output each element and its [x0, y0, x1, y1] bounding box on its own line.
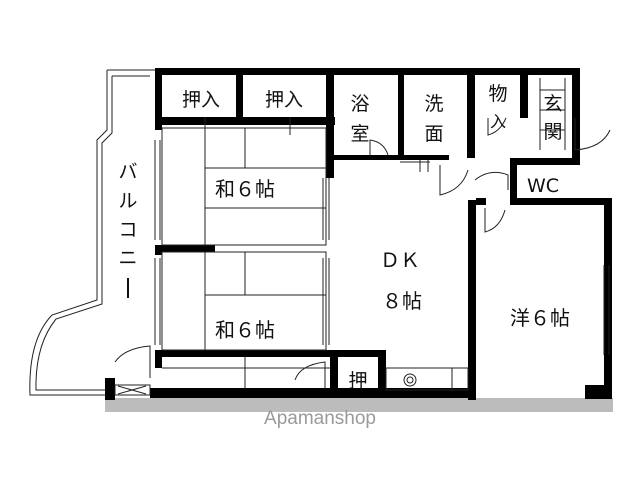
balcony-label-4: ニ — [118, 247, 137, 269]
entrance-label-1: 玄 — [543, 93, 562, 115]
youshitsu-label: 洋６帖 — [510, 306, 570, 330]
wc-label: WC — [527, 175, 559, 197]
walls — [105, 68, 612, 400]
door-swings — [114, 117, 611, 388]
washitsu-upper-label: 和６帖 — [215, 177, 275, 201]
bath-label-2: 室 — [350, 123, 369, 145]
watermark: Apamanshop — [264, 408, 376, 429]
storage-label-2: 入 — [490, 112, 506, 131]
balcony — [29, 69, 155, 396]
bath-label-1: 浴 — [350, 93, 369, 115]
washroom-label-1: 洗 — [424, 93, 443, 115]
balcony-label-2: ル — [118, 190, 137, 212]
closet-label-right: 押入 — [265, 89, 303, 111]
closet-label-left: 押入 — [182, 89, 220, 111]
floor-strip — [105, 398, 613, 412]
dk-label: ＤＫ — [380, 248, 420, 272]
balcony-label-3: コ — [118, 219, 137, 241]
closet-small-label: 押 — [348, 370, 367, 392]
balcony-label-1: バ — [118, 161, 137, 183]
interior-lines — [114, 78, 610, 396]
dk-size-label: ８帖 — [382, 289, 422, 313]
washroom-label-2: 面 — [424, 123, 443, 145]
entrance-label-2: 関 — [543, 121, 562, 143]
storage-label-1: 物 — [488, 83, 507, 105]
washitsu-lower-label: 和６帖 — [215, 318, 275, 342]
